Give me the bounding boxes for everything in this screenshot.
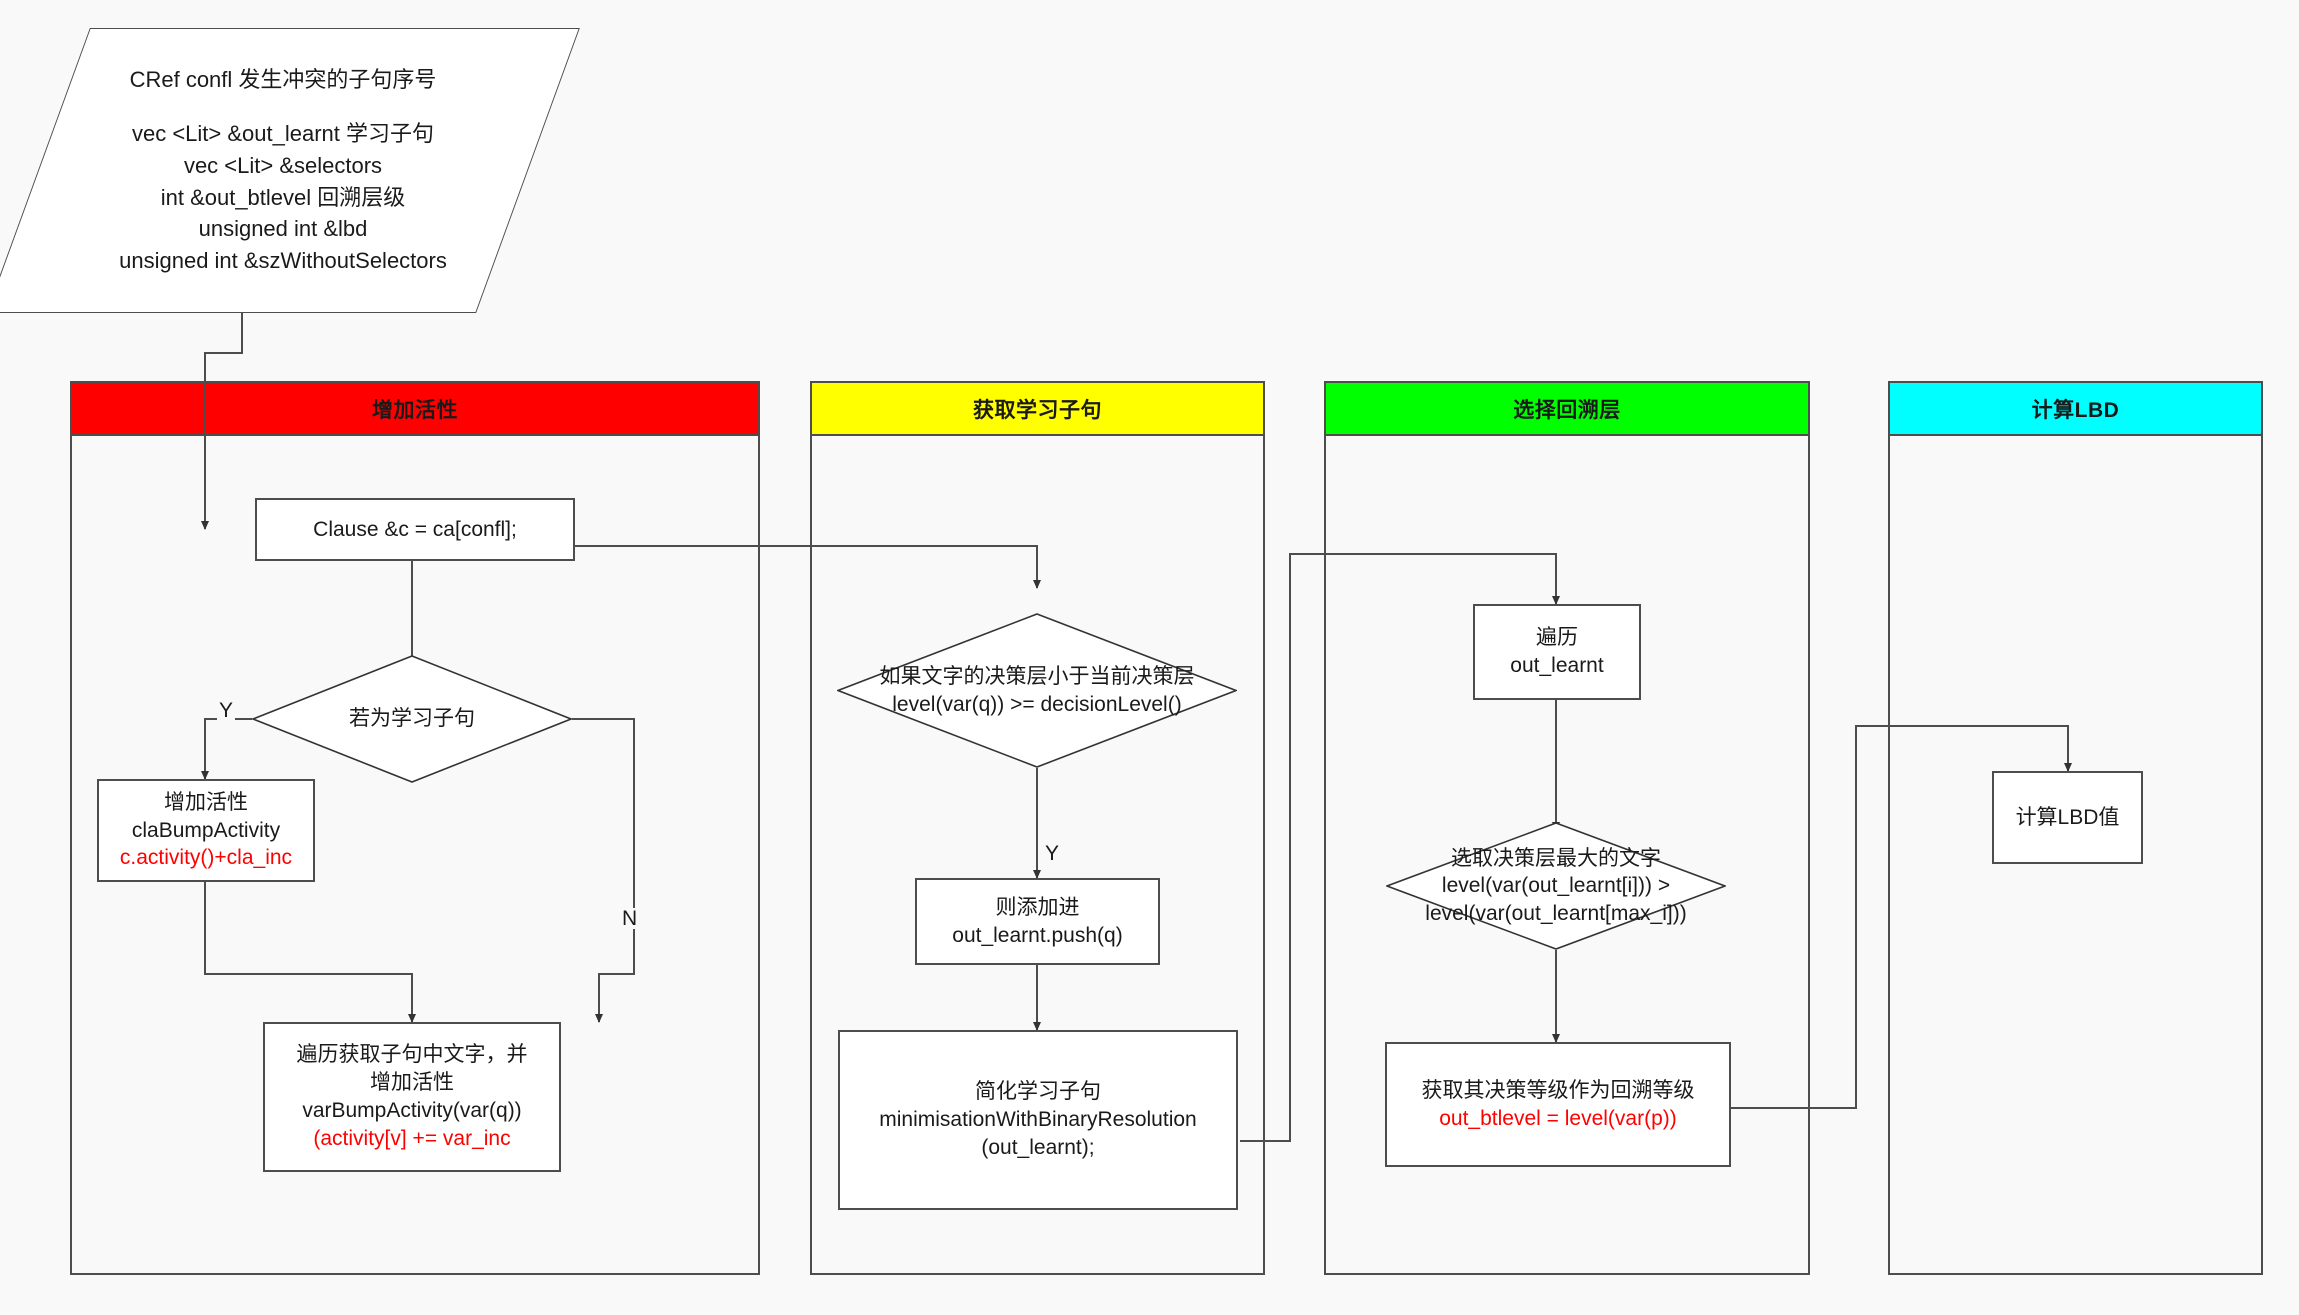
param-out-learnt: vec <Lit> &out_learnt 学习子句 <box>131 120 434 146</box>
bump-var-line4: (activity[v] += var_inc <box>313 1126 511 1150</box>
check-decision-level-text: 如果文字的决策层小于当前决策层 level(var(q)) >= decisio… <box>880 663 1195 718</box>
param-spacer <box>119 96 447 118</box>
bump-clause-line1: 增加活性 <box>164 790 248 814</box>
param-lbd: unsigned int &lbd <box>198 216 368 242</box>
bump-clause-line2: claBumpActivity <box>131 818 281 842</box>
traverse-line2: out_learnt <box>1510 654 1604 677</box>
check-decision-line2: level(var(q)) >= decisionLevel() <box>892 692 1182 716</box>
select-max-level-text: 选取决策层最大的文字 level(var(out_learnt[i])) > l… <box>1425 845 1686 927</box>
minimise-line1: 简化学习子句 <box>975 1080 1101 1104</box>
node-traverse-out-learnt: 遍历 out_learnt <box>1473 604 1641 700</box>
lane-header-bump-activity: 增加活性 <box>70 381 760 436</box>
bump-var-line1: 遍历获取子句中文字，并 <box>296 1043 528 1067</box>
clause-assign-text: Clause &c = ca[confl]; <box>313 517 517 541</box>
is-learnt-line1: 若为学习子句 <box>349 707 475 731</box>
select-max-line1: 选取决策层最大的文字 <box>1451 847 1661 871</box>
diamond-shape <box>1386 822 1726 950</box>
lane-header-label: 获取学习子句 <box>973 398 1102 422</box>
edge-label-learnt-no: N <box>620 907 640 930</box>
node-bump-var-activity: 遍历获取子句中文字，并 增加活性 varBumpActivity(var(q))… <box>263 1022 561 1172</box>
node-set-btlevel: 获取其决策等级作为回溯等级 out_btlevel = level(var(p)… <box>1385 1042 1731 1167</box>
node-is-learnt-clause: 若为学习子句 <box>252 655 572 783</box>
param-sz: unsigned int &szWithoutSelectors <box>119 248 447 274</box>
traverse-line1: 遍历 <box>1536 626 1578 650</box>
input-parameters-node: CRef confl 发生冲突的子句序号 vec <Lit> &out_lear… <box>0 28 580 313</box>
minimise-line2: minimisationWithBinaryResolution <box>879 1108 1197 1132</box>
bump-var-line3: varBumpActivity(var(q)) <box>302 1099 522 1122</box>
compute-lbd-text: 计算LBD值 <box>2015 805 2120 829</box>
node-select-max-level: 选取决策层最大的文字 level(var(out_learnt[i])) > l… <box>1386 822 1726 950</box>
node-minimise-learnt: 简化学习子句 minimisationWithBinaryResolution … <box>838 1030 1238 1210</box>
lane-header-backtrack: 选择回溯层 <box>1324 381 1810 436</box>
node-push-learnt: 则添加进 out_learnt.push(q) <box>915 878 1160 965</box>
lane-header-label: 增加活性 <box>372 398 458 422</box>
edge-label-decision-yes: Y <box>1043 842 1062 865</box>
diamond-shape <box>837 613 1237 768</box>
lane-header-label: 选择回溯层 <box>1513 398 1621 422</box>
node-clause-assign: Clause &c = ca[confl]; <box>255 498 575 561</box>
set-btlevel-line1: 获取其决策等级作为回溯等级 <box>1421 1078 1695 1102</box>
set-btlevel-line2: out_btlevel = level(var(p)) <box>1439 1106 1677 1130</box>
param-btlevel: int &out_btlevel 回溯层级 <box>160 184 406 210</box>
input-parameters-text: CRef confl 发生冲突的子句序号 vec <Lit> &out_lear… <box>119 64 447 277</box>
lane-header-lbd: 计算LBD <box>1888 381 2263 436</box>
diamond-shape <box>252 655 572 783</box>
node-compute-lbd: 计算LBD值 <box>1992 771 2143 864</box>
lane-header-label: 计算LBD <box>2031 398 2120 422</box>
minimise-line3: (out_learnt); <box>981 1135 1095 1159</box>
push-learnt-line2: out_learnt.push(q) <box>952 923 1123 947</box>
bump-clause-line3: c.activity()+cla_inc <box>119 846 293 870</box>
select-max-line3: level(var(out_learnt[max_i])) <box>1425 901 1687 925</box>
edge-label-learnt-yes: Y <box>217 699 236 722</box>
param-confl: CRef confl 发生冲突的子句序号 <box>129 66 437 92</box>
param-selectors: vec <Lit> &selectors <box>183 152 383 178</box>
node-bump-clause-activity: 增加活性 claBumpActivity c.activity()+cla_in… <box>97 779 315 882</box>
lane-header-get-learnt: 获取学习子句 <box>810 381 1265 436</box>
select-max-line2: level(var(out_learnt[i])) > <box>1441 874 1671 898</box>
is-learnt-clause-text: 若为学习子句 <box>349 705 475 732</box>
node-check-decision-level: 如果文字的决策层小于当前决策层 level(var(q)) >= decisio… <box>837 613 1237 768</box>
push-learnt-line1: 则添加进 <box>995 895 1080 919</box>
check-decision-line1: 如果文字的决策层小于当前决策层 <box>879 665 1195 689</box>
bump-var-line2: 增加活性 <box>370 1071 454 1095</box>
